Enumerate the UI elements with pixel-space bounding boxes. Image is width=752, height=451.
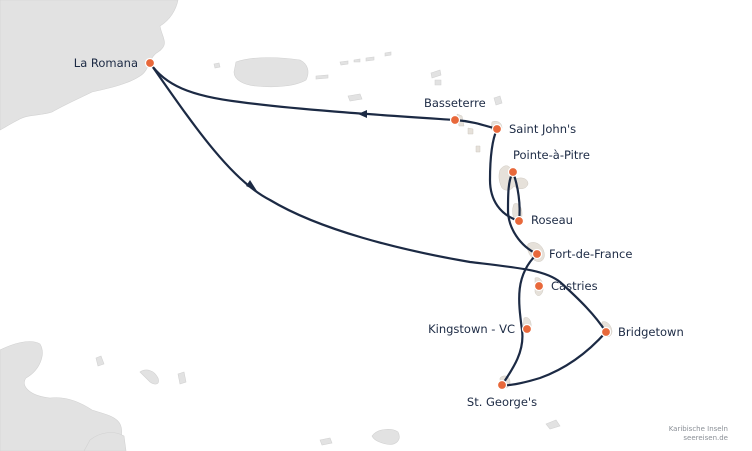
route-la-romana-to-barbados: [148, 61, 608, 334]
montserrat-island: [475, 145, 481, 153]
virgin-island-1: [339, 60, 349, 66]
puerto-rico-landmass: [233, 57, 309, 88]
anegada-island: [384, 51, 392, 57]
map-credit: Karibische Inseln seereisen.de: [669, 425, 728, 443]
port-label: Basseterre: [424, 96, 486, 110]
port-castries[interactable]: Castries: [533, 279, 598, 293]
port-marker: [600, 326, 612, 338]
aruba-island: [95, 355, 105, 367]
st-martin-island: [434, 79, 442, 86]
port-marker: [513, 215, 525, 227]
port-label: La Romana: [74, 56, 138, 70]
port-basseterre[interactable]: Basseterre: [424, 96, 486, 126]
vieques-island: [315, 74, 329, 80]
port-label: Saint John's: [509, 122, 576, 136]
virgin-island-2: [353, 58, 361, 63]
port-marker: [449, 114, 461, 126]
credit-region-text: Karibische Inseln: [668, 425, 728, 433]
route-fort-de-france-to-pointe-a-pitre: [506, 170, 539, 256]
port-saint-johns[interactable]: Saint John's: [491, 122, 577, 136]
hispaniola-landmass: [0, 0, 179, 131]
port-st-georges[interactable]: St. George's: [467, 379, 537, 410]
land-layer: [0, 0, 561, 451]
barbuda-island: [493, 95, 503, 106]
port-label: Fort-de-France: [549, 247, 632, 261]
port-fort-de-france[interactable]: Fort-de-France: [531, 247, 633, 261]
port-roseau[interactable]: Roseau: [513, 213, 573, 227]
port-label: Kingstown - VC: [428, 322, 515, 336]
port-label: Pointe-à-Pitre: [513, 148, 590, 162]
trinidad-island: [371, 429, 400, 445]
port-kingstown[interactable]: Kingstown - VC: [428, 322, 533, 336]
margarita-island: [319, 437, 333, 446]
port-pointe-a-pitre[interactable]: Pointe-à-Pitre: [507, 148, 590, 178]
route-saint-johns-to-la-romana: [148, 61, 499, 131]
anguilla-island: [430, 69, 442, 79]
port-marker: [521, 323, 533, 335]
port-label: Roseau: [531, 213, 573, 227]
credit-site-text: seereisen.de: [683, 434, 728, 442]
route-barbados-to-grenada: [500, 330, 608, 387]
bonaire-island: [139, 369, 159, 385]
port-marker: [531, 248, 543, 260]
route-grenada-to-fort-de-france: [500, 252, 539, 387]
port-marker: [507, 166, 519, 178]
route-direction-arrow-west: [358, 110, 367, 118]
mona-island: [213, 62, 221, 69]
port-la-romana[interactable]: La Romana: [74, 56, 156, 70]
port-label: Castries: [551, 279, 598, 293]
paraguana-peninsula-landmass: [83, 432, 127, 451]
south-america-coast-landmass: [0, 341, 122, 451]
port-marker: [491, 123, 503, 135]
virgin-island-3: [365, 56, 375, 62]
port-marker: [144, 57, 156, 69]
route-direction-arrow-south: [246, 180, 257, 191]
st-croix-island: [347, 93, 363, 102]
route-roseau-to-saint-johns: [488, 127, 521, 223]
port-label: St. George's: [467, 395, 537, 409]
port-marker: [533, 280, 545, 292]
nevis-island: [467, 127, 474, 135]
port-label: Bridgetown: [618, 325, 684, 339]
curacao-island: [177, 371, 187, 385]
port-marker: [496, 379, 508, 391]
tobago-island: [545, 419, 561, 430]
port-bridgetown[interactable]: Bridgetown: [600, 325, 684, 339]
